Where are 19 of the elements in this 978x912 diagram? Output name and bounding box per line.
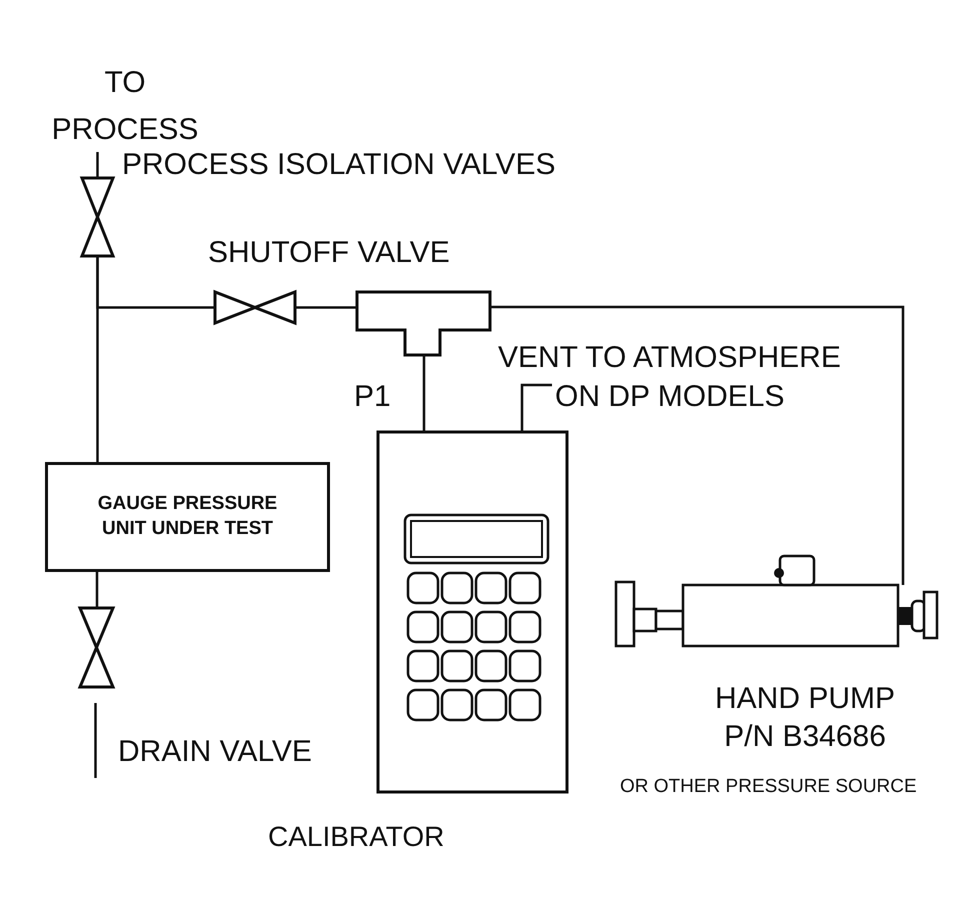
pipe-line <box>295 306 357 309</box>
component-label: PROCESS ISOLATION VALVES <box>122 147 556 183</box>
port-label: P1 <box>354 379 391 415</box>
component-label: OR OTHER PRESSURE SOURCE <box>620 775 917 799</box>
pipe-line <box>520 384 552 432</box>
unit-box <box>45 462 330 572</box>
unit-label: GAUGE PRESSURE UNIT UNDER TEST <box>96 492 278 541</box>
pipe-line <box>422 355 426 432</box>
pipe-line <box>96 572 98 608</box>
component-label: DRAIN VALVE <box>118 734 312 770</box>
vent-label: VENT TO ATMOSPHERE ON DP MODELS <box>498 340 842 415</box>
component-label: SHUTOFF VALVE <box>208 235 450 271</box>
pipe-line <box>490 306 904 585</box>
pipe-line <box>96 256 215 309</box>
pipe-line <box>94 703 97 778</box>
pipe-line <box>96 152 99 178</box>
component-label: CALIBRATOR <box>268 820 444 854</box>
process-label: TO PROCESS <box>52 65 198 148</box>
component-label: HAND PUMP P/N B34686 <box>714 681 896 754</box>
